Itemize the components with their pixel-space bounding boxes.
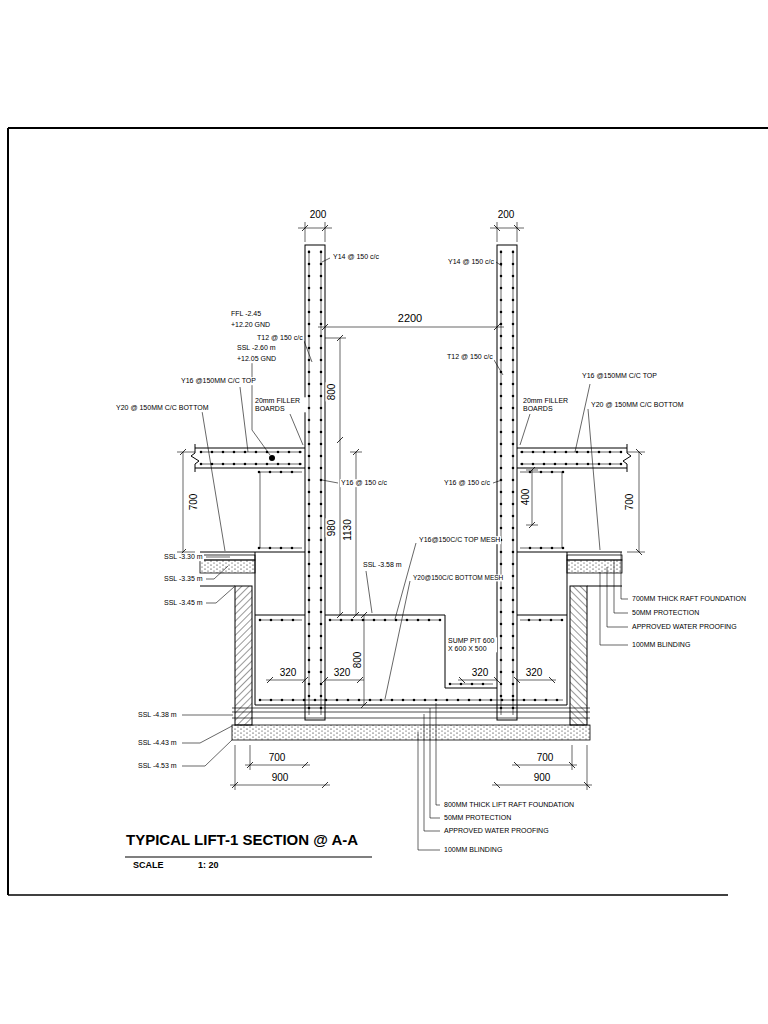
wall-and-slab — [177, 222, 645, 790]
dimension-label: 200 — [497, 209, 516, 220]
level-label: SSL -4.43 m — [137, 739, 178, 747]
dimension-label: 320 — [525, 667, 544, 678]
note-label: APPROVED WATER PROOFING — [631, 623, 738, 631]
rebar-label: Y16 @ 150 c/c — [443, 479, 491, 487]
leader-lines — [182, 258, 628, 850]
rebar-label: Y16 @ 150 c/c — [340, 479, 388, 487]
level-label: SSL -3.30 m — [163, 553, 204, 561]
note-label: 100MM BLINDING — [631, 641, 691, 649]
rebar-label: Y20 @ 150MM C/C BOTTOM — [590, 401, 685, 409]
level-label: SSL -4.38 m — [137, 711, 178, 719]
rebar-label: T12 @ 150 c/c — [256, 334, 304, 342]
dimension-label: 700 — [268, 752, 287, 763]
scale-label: 1: 20 — [197, 861, 220, 871]
note-label: 20mm FILLER BOARDS — [254, 397, 306, 412]
dimension-label: 1130 — [342, 518, 353, 542]
rebar-label: Y14 @ 150 c/c — [447, 258, 495, 266]
dimension-label: 320 — [333, 667, 352, 678]
dimension-label: 320 — [471, 667, 490, 678]
note-label: APPROVED WATER PROOFING — [443, 827, 550, 835]
dimension-label: 200 — [309, 209, 328, 220]
dimension-label: 700 — [624, 493, 635, 512]
dimension-label: 2200 — [397, 312, 423, 324]
rebar-label: Y20 @ 150MM C/C BOTTOM — [115, 404, 210, 412]
drawing-title: TYPICAL LIFT-1 SECTION @ A-A — [125, 832, 359, 849]
dimension-label: 900 — [533, 772, 552, 783]
rebar-label: Y16 @150MM C/C TOP — [581, 372, 658, 380]
note-label: 50MM PROTECTION — [631, 609, 700, 617]
dimension-label: 800 — [352, 651, 363, 670]
level-label: SSL -4.53 m — [137, 762, 178, 770]
level-label: SSL -3.35 m — [163, 575, 204, 583]
note-label: SUMP PIT 600 X 600 X 500 — [447, 637, 497, 652]
scale-label: SCALE — [132, 861, 165, 871]
rebar-label: T12 @ 150 c/c — [446, 353, 494, 361]
rebar-label: Y14 @ 150 c/c — [332, 253, 380, 261]
note-label: 800MM THICK LIFT RAFT FOUNDATION — [443, 801, 575, 809]
level-label: SSL -3.45 m — [163, 599, 204, 607]
note-label: 100MM BLINDING — [443, 846, 503, 854]
sheet-frame — [8, 128, 768, 895]
level-label: FFL -2.45 — [230, 310, 262, 318]
dimension-label: 800 — [326, 383, 337, 402]
level-label: +12.05 GND — [236, 355, 277, 363]
dimension-label: 700 — [536, 752, 555, 763]
level-label: SSL -2.60 m — [236, 344, 277, 352]
dimension-label: 700 — [188, 493, 199, 512]
lift-pit-raft — [232, 455, 590, 740]
rebar-label: Y16 @150MM C/C TOP — [180, 377, 257, 385]
note-label: 700MM THICK RAFT FOUNDATION — [631, 595, 747, 603]
level-label: SSL -3.58 m — [362, 561, 403, 569]
dimension-label: 900 — [271, 772, 290, 783]
note-label: 20mm FILLER BOARDS — [522, 397, 574, 412]
note-label: 50MM PROTECTION — [443, 814, 512, 822]
dimension-label: 980 — [326, 519, 337, 538]
rebar-label: Y20@150C/C BOTTOM MESH — [412, 574, 504, 581]
level-label: +12.20 GND — [230, 321, 271, 329]
dimension-label: 320 — [279, 667, 298, 678]
dimension-label: 400 — [520, 488, 531, 507]
rebar-label: Y16@150C/C TOP MESH — [418, 536, 501, 544]
